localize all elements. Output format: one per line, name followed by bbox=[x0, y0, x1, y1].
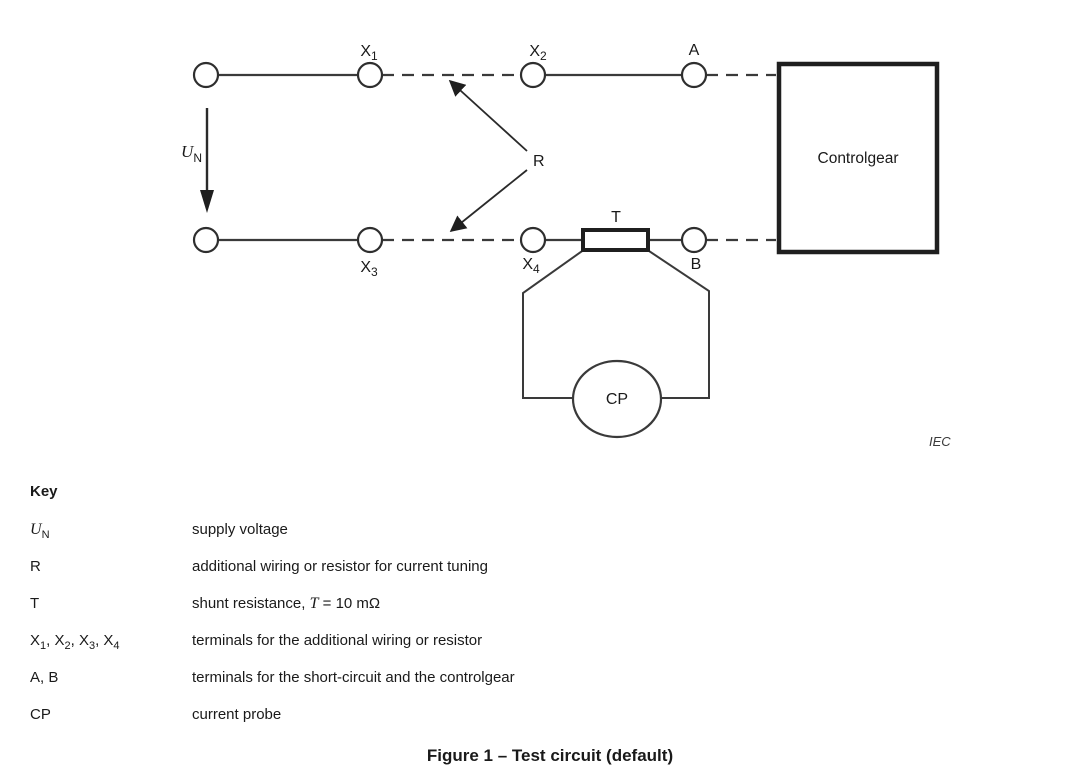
r-arrow-upper bbox=[448, 79, 528, 152]
key-symbol-t: T bbox=[30, 595, 40, 612]
shunt-resistor-box bbox=[581, 228, 650, 252]
key-legend: Key UN supply voltage R additional wirin… bbox=[30, 483, 1085, 743]
key-desc-un: supply voltage bbox=[192, 521, 288, 538]
terminal-x4 bbox=[519, 226, 547, 254]
figure-caption: Figure 1 – Test circuit (default) bbox=[426, 746, 674, 765]
key-symbol-cp: CP bbox=[30, 706, 51, 723]
un-arrowhead-icon bbox=[200, 190, 214, 213]
terminal-x2 bbox=[519, 61, 547, 89]
label-b: B bbox=[691, 256, 702, 273]
terminal-b bbox=[680, 226, 708, 254]
controlgear-box bbox=[776, 61, 940, 255]
key-desc-r: additional wiring or resistor for curren… bbox=[192, 558, 488, 575]
label-controlgear: Controlgear bbox=[818, 150, 899, 167]
label-x1: X1 bbox=[360, 43, 378, 63]
label-iec: IEC bbox=[929, 434, 951, 449]
key-row-t: T shunt resistance, T = 10 mΩ bbox=[30, 595, 1085, 632]
label-x3: X3 bbox=[360, 259, 378, 279]
key-desc-ab: terminals for the short-circuit and the … bbox=[192, 669, 515, 686]
label-un: UN bbox=[181, 142, 202, 165]
key-row-r: R additional wiring or resistor for curr… bbox=[30, 558, 1085, 595]
terminal-source-top bbox=[192, 61, 220, 89]
r-arrow-lower bbox=[449, 169, 528, 233]
terminal-x1 bbox=[356, 61, 384, 89]
label-cp: CP bbox=[606, 391, 628, 408]
key-row-x-terminals: X1, X2, X3, X4 terminals for the additio… bbox=[30, 632, 1085, 669]
key-row-ab: A, B terminals for the short-circuit and… bbox=[30, 669, 1085, 706]
label-x2: X2 bbox=[529, 43, 547, 63]
terminal-x3 bbox=[356, 226, 384, 254]
terminals bbox=[192, 61, 708, 254]
label-t: T bbox=[611, 209, 621, 226]
key-symbol-ab: A, B bbox=[30, 669, 59, 686]
label-r: R bbox=[533, 153, 545, 170]
key-symbol-r: R bbox=[30, 558, 41, 575]
supply-voltage-arrow bbox=[200, 108, 214, 213]
key-row-cp: CP current probe bbox=[30, 706, 1085, 743]
key-desc-cp: current probe bbox=[192, 706, 282, 723]
probe-loop-left bbox=[522, 248, 586, 399]
probe-loop-right bbox=[645, 248, 710, 399]
key-symbol-un: UN bbox=[30, 521, 50, 541]
r-pointer-arrows bbox=[448, 79, 528, 233]
key-desc-x-terminals: terminals for the additional wiring or r… bbox=[192, 632, 483, 649]
label-x4: X4 bbox=[522, 256, 540, 276]
key-desc-t: shunt resistance, T = 10 mΩ bbox=[192, 595, 381, 612]
key-row-un: UN supply voltage bbox=[30, 521, 1085, 558]
label-a: A bbox=[689, 42, 700, 59]
current-probe-circle bbox=[571, 359, 663, 439]
key-heading: Key bbox=[30, 483, 58, 500]
probe-loop bbox=[522, 248, 710, 399]
terminal-a bbox=[680, 61, 708, 89]
key-symbol-x-terminals: X1, X2, X3, X4 bbox=[30, 632, 120, 652]
terminal-source-bottom bbox=[192, 226, 220, 254]
test-circuit-diagram: X1 X2 A X3 X4 B T R CP Controlgear UN IE… bbox=[181, 42, 951, 449]
